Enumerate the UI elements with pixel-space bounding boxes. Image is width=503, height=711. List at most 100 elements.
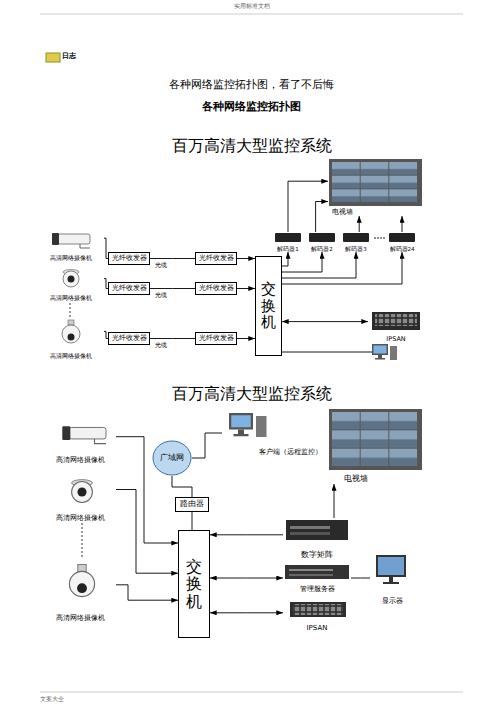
monitor: 显示器 — [370, 553, 414, 605]
fiber-transceiver: 光纤收发器 — [108, 282, 150, 295]
diagram-title: 百万高清大型监控系统 — [0, 385, 503, 403]
dashed-line — [70, 303, 71, 317]
computer-icon — [372, 344, 397, 360]
connector — [237, 258, 255, 259]
page-footer: 文案大全 — [40, 696, 64, 703]
dome-camera-icon — [63, 270, 79, 288]
client-pc: 客户端（远程监控） — [222, 410, 322, 456]
node-label: 光纤收发器 — [112, 335, 147, 342]
node-label: 广域网 — [160, 453, 184, 462]
connector — [359, 216, 360, 232]
decoder: 解码器3 — [340, 232, 372, 252]
storage-server: IPSAN — [283, 600, 351, 632]
fiber-transceiver: 光纤收发器 — [108, 332, 150, 345]
edge-label: 光缆 — [154, 292, 168, 299]
video-wall-icon — [329, 409, 422, 470]
node-label: 光纤收发器 — [112, 255, 147, 262]
fiber-transceiver: 光纤收发器 — [195, 252, 237, 265]
header-rule — [40, 14, 463, 15]
storage-server: IPSAN — [368, 310, 424, 343]
bullet-camera-icon — [62, 426, 106, 443]
camera: 高清网络摄像机 — [38, 228, 104, 262]
node-label: 解码器24 — [390, 246, 415, 252]
dashed-line — [82, 523, 83, 559]
connector — [210, 578, 283, 579]
node-label: IPSAN — [386, 336, 405, 343]
node-label: 高清网络摄像机 — [56, 456, 105, 464]
connector — [172, 476, 192, 497]
ptz-camera-icon — [69, 564, 94, 596]
connector — [282, 252, 288, 266]
connector — [288, 181, 328, 232]
connector — [282, 252, 402, 284]
storage-icon — [372, 312, 420, 330]
node-label: 显示器 — [382, 597, 403, 605]
node-label: IPSAN — [307, 624, 328, 632]
connector — [150, 258, 195, 259]
dome-camera-icon — [72, 480, 93, 503]
node-label: 解码器3 — [345, 246, 367, 252]
footer-rule — [40, 692, 463, 693]
decoder: 解码器2 — [306, 232, 338, 252]
connector — [316, 202, 328, 233]
diagram-title: 百万高清大型监控系统 — [0, 137, 503, 155]
section-tag: 日志 — [62, 52, 76, 60]
log-icon — [46, 53, 60, 62]
node-label: 光纤收发器 — [199, 255, 234, 262]
connector — [334, 484, 335, 518]
connector — [210, 612, 283, 613]
node-label: 光纤收发器 — [199, 285, 234, 292]
connector — [192, 512, 193, 530]
connector — [351, 578, 370, 579]
edge-label: 光缆 — [154, 342, 168, 349]
node-label: 解码器1 — [277, 246, 299, 252]
node-label: 解码器2 — [311, 246, 333, 252]
connector — [282, 252, 356, 278]
connector — [210, 534, 283, 535]
management-server: 管理服务器 — [283, 563, 351, 593]
fiber-transceiver: 光纤收发器 — [108, 252, 150, 265]
bullet-camera-icon — [52, 233, 90, 248]
node-label: 路由器 — [180, 500, 204, 509]
connector — [150, 338, 195, 339]
edge-label: 光缆 — [154, 262, 168, 269]
fiber-transceiver: 光纤收发器 — [195, 282, 237, 295]
node-label: 客户端（远程监控） — [259, 449, 322, 456]
fiber-transceiver: 光纤收发器 — [195, 332, 237, 345]
camera: 高清网络摄像机 — [44, 560, 116, 622]
video-wall: 电视墙 — [328, 408, 422, 484]
node-label: 电视墙 — [332, 208, 353, 216]
connector — [150, 288, 195, 289]
decoder: 解码器24 — [386, 232, 418, 252]
camera: 高清网络摄像机 — [44, 422, 116, 464]
node-label: 高清网络摄像机 — [50, 353, 92, 360]
node-label: 高清网络摄像机 — [50, 255, 92, 262]
ptz-camera-icon — [62, 320, 80, 343]
node-label: 高清网络摄像机 — [56, 514, 105, 522]
matrix-icon — [286, 520, 348, 540]
circle-shape — [153, 441, 191, 475]
node-label: 高清网络摄像机 — [50, 295, 92, 302]
page-title: 各种网络监控拓扑图，看了不后悔 — [0, 79, 503, 92]
server-icon — [285, 565, 349, 579]
connector — [282, 321, 368, 322]
network-switch: 交换机 — [255, 256, 282, 356]
network-switch: 交换机 — [178, 530, 210, 638]
camera: 高清网络摄像机 — [44, 472, 116, 522]
node-label: 数字矩阵 — [301, 551, 333, 560]
router-box: 路由器 — [175, 497, 209, 512]
connector — [116, 490, 178, 574]
node-label: 光纤收发器 — [199, 335, 234, 342]
storage-icon — [290, 602, 346, 617]
page-header: 实用标准文档 — [0, 3, 503, 10]
digital-matrix: 数字矩阵 — [283, 518, 351, 560]
computer-icon — [229, 413, 267, 437]
monitor-icon — [376, 555, 406, 584]
decoder-icon — [275, 233, 415, 242]
video-wall-icon — [329, 159, 422, 206]
connector — [192, 433, 222, 458]
node-label: 高清网络摄像机 — [56, 614, 105, 622]
decoder: 解码器1 — [272, 232, 304, 252]
node-label: 管理服务器 — [300, 585, 335, 593]
node-label: 交换机 — [261, 281, 276, 331]
